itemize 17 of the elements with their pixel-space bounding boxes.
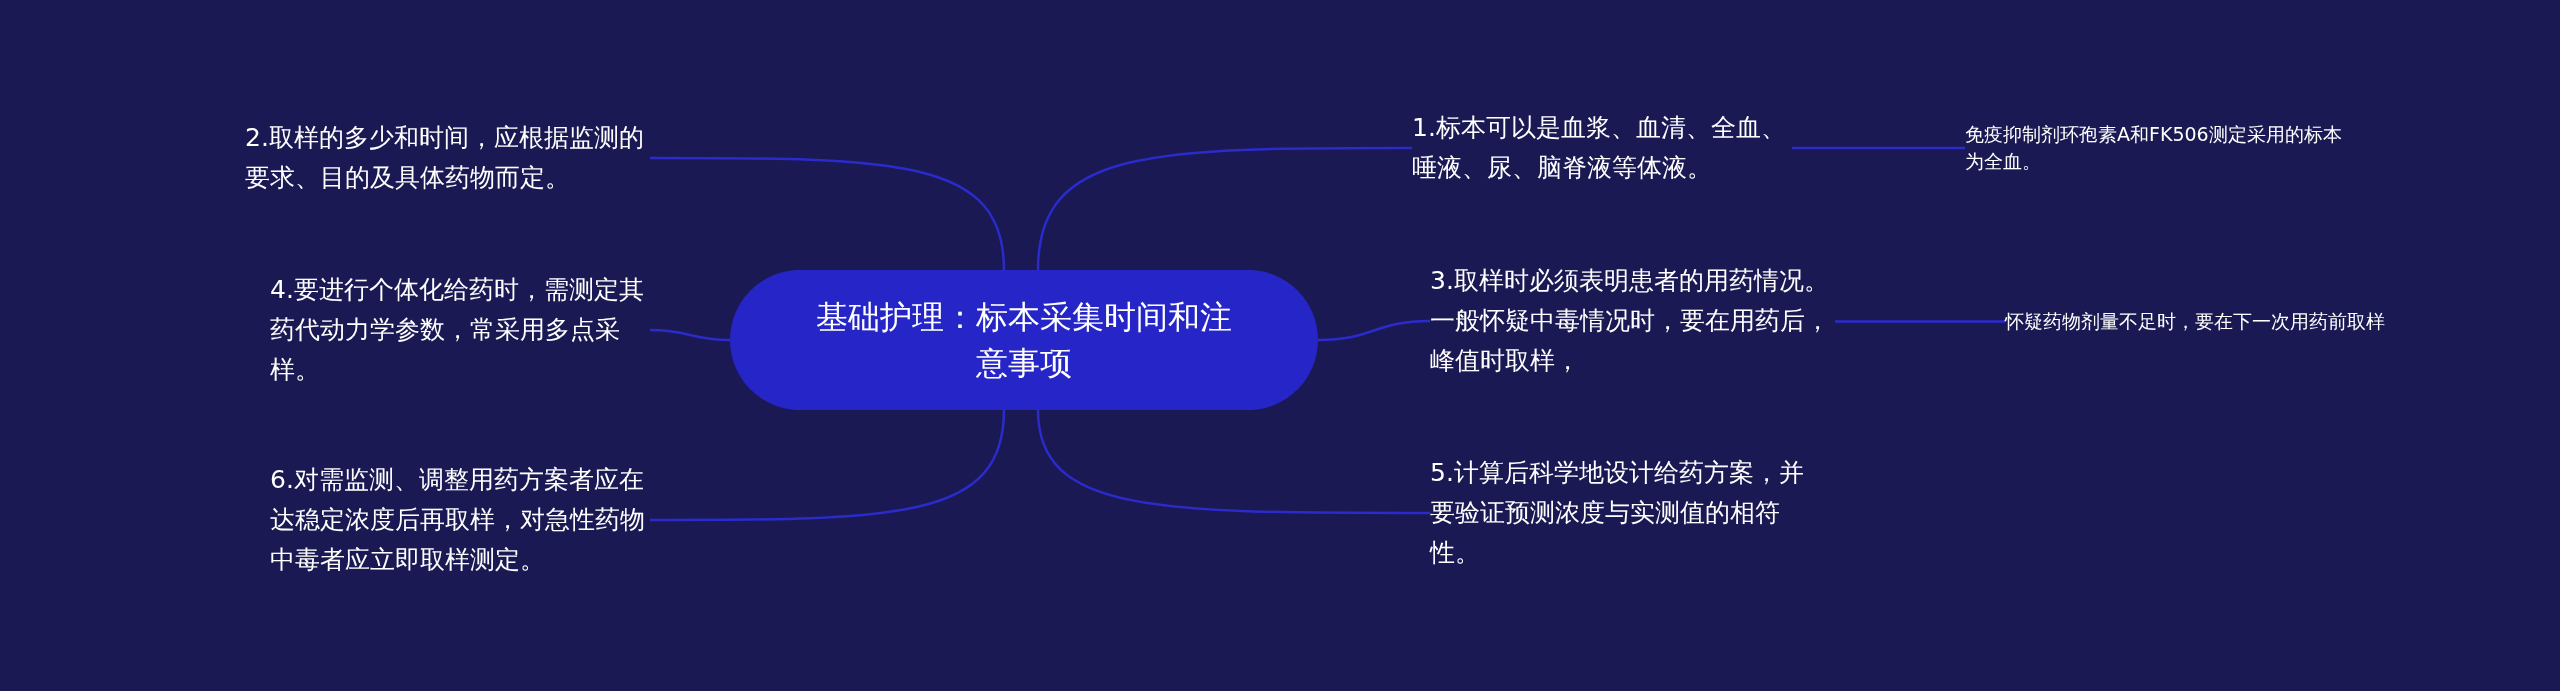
connector-line [1835, 320, 2005, 323]
connector-line [1036, 146, 1412, 271]
connector-line [1317, 319, 1431, 342]
connector-line [650, 409, 1006, 522]
branch-text: 6.对需监测、调整用药方案者应在达稳定浓度后再取样，对急性药物中毒者应立即取样测定。 [270, 464, 646, 576]
branch-text: 2.取样的多少和时间，应根据监测的要求、目的及具体药物而定。 [245, 122, 645, 194]
connector-line [1036, 409, 1430, 515]
topic-title: 基础护理：标本采集时间和注意事项 [815, 297, 1233, 384]
connector-line [649, 328, 731, 342]
branch-text: 3.取样时必须表明患者的用药情况。一般怀疑中毒情况时，要在用药后，峰值时取样， [1430, 265, 1831, 377]
note-text: 怀疑药物剂量不足时，要在下一次用药前取样 [2005, 309, 2386, 334]
note-text: 免疫抑制剂环孢素A和FK506测定采用的标本为全血。 [1965, 122, 2343, 174]
branch-text: 5.计算后科学地设计给药方案，并要验证预测浓度与实测值的相符性。 [1430, 457, 1805, 569]
connector-line [1792, 146, 1965, 150]
branch-text: 4.要进行个体化给药时，需测定其药代动力学参数，常采用多点采样。 [270, 274, 645, 386]
connector-line [650, 156, 1006, 271]
branch-text: 1.标本可以是血浆、血清、全血、唾液、尿、脑脊液等体液。 [1412, 112, 1787, 184]
